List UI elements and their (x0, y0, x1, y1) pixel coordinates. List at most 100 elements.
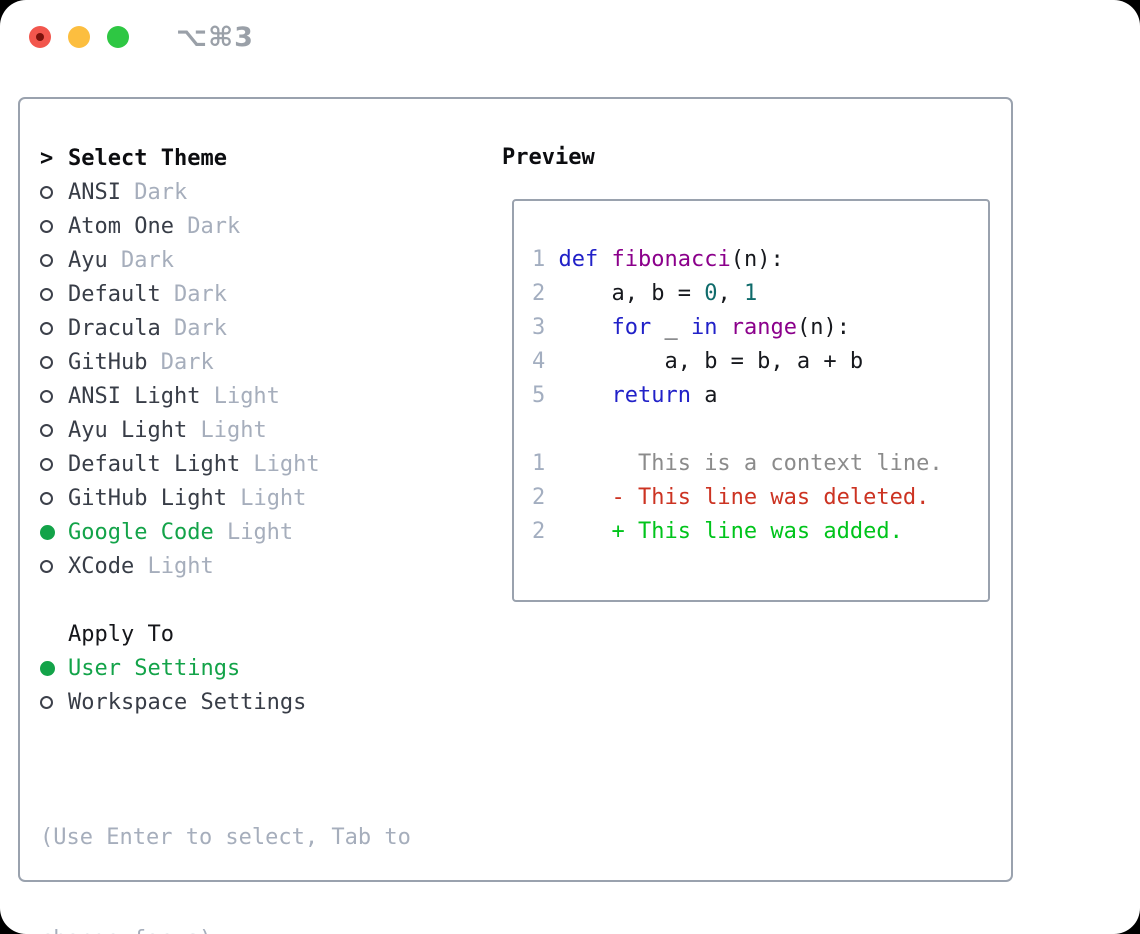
theme-option-default-light[interactable]: Default Light Light (40, 447, 502, 481)
hint-line: change focus) (40, 923, 502, 934)
code-token-num: 1 (743, 281, 758, 306)
theme-option-ansi[interactable]: ANSI Dark (40, 175, 502, 209)
hint-text: (Use Enter to select, Tab to change focu… (40, 753, 502, 934)
code-token-ln: 1 (532, 247, 559, 272)
close-button[interactable] (29, 26, 51, 48)
code-token-pl: (n): (730, 247, 784, 272)
theme-name: Atom One (68, 213, 174, 239)
code-line: 4 a, b = b, a + b (532, 345, 988, 379)
theme-name: Default (68, 281, 161, 307)
radio-icon (40, 423, 68, 437)
code-token-ln: 3 (532, 315, 559, 340)
select-theme-title: Select Theme (68, 145, 227, 171)
code-line: 1 This is a context line. (532, 447, 988, 481)
theme-variant: Dark (120, 179, 188, 205)
radio-circle (40, 287, 53, 301)
code-token-kw: in (690, 315, 718, 340)
theme-name: Google Code (68, 519, 214, 545)
code-line: 5 return a (532, 379, 988, 413)
code-line: 2 - This line was deleted. (532, 481, 988, 515)
theme-name: Ayu Light (68, 417, 188, 443)
code-token-pl (559, 315, 612, 340)
code-line: 2 a, b = 0, 1 (532, 277, 988, 311)
theme-name: ANSI (68, 179, 121, 205)
code-token-ln: 2 (532, 485, 546, 510)
theme-name: Default Light (68, 451, 241, 477)
code-line: 1 def fibonacci(n): (532, 243, 988, 277)
apply-option-workspace-settings[interactable]: Workspace Settings (40, 685, 502, 719)
code-token-pl: (n): (796, 315, 850, 340)
apply-option-user-settings[interactable]: User Settings (40, 651, 502, 685)
theme-option-ayu[interactable]: Ayu Dark (40, 243, 502, 277)
theme-option-ansi-light[interactable]: ANSI Light Light (40, 379, 502, 413)
code-token-pl: a (690, 383, 718, 408)
code-token-pl: a, b = b, a + b (558, 349, 864, 374)
theme-option-google-code[interactable]: Google Code Light (40, 515, 502, 549)
select-theme-header: > Select Theme (40, 141, 502, 175)
code-token-kw: for (611, 315, 652, 340)
radio-icon (40, 355, 68, 369)
code-token-ln: 5 (532, 383, 559, 408)
spacer (40, 583, 502, 617)
code-token-pl (717, 315, 730, 340)
code-token-pl (559, 383, 612, 408)
radio-circle (40, 355, 53, 369)
radio-icon (40, 695, 68, 709)
code-token-kw: def (558, 247, 599, 272)
radio-circle (40, 491, 53, 505)
radio-icon (40, 219, 68, 233)
radio-circle (40, 457, 53, 471)
radio-circle (40, 185, 53, 199)
theme-option-github-light[interactable]: GitHub Light Light (40, 481, 502, 515)
window-title: ⌥⌘3 (176, 22, 254, 53)
theme-name: ANSI Light (68, 383, 201, 409)
radio-circle (40, 559, 53, 573)
theme-variant: Light (187, 417, 267, 443)
radio-icon (40, 321, 68, 335)
theme-option-ayu-light[interactable]: Ayu Light Light (40, 413, 502, 447)
radio-circle (40, 253, 53, 267)
theme-option-default[interactable]: Default Dark (40, 277, 502, 311)
theme-name: Ayu (68, 247, 108, 273)
minimize-button[interactable] (68, 26, 90, 48)
radio-circle (40, 524, 55, 540)
code-token-fn: range (730, 315, 797, 340)
theme-name: XCode (68, 553, 135, 579)
theme-name: GitHub Light (68, 485, 227, 511)
theme-variant: Dark (160, 281, 227, 307)
theme-option-atom-one[interactable]: Atom One Dark (40, 209, 502, 243)
theme-variant: Dark (173, 213, 241, 239)
radio-icon (40, 389, 68, 403)
code-token-fn: fibonacci (611, 247, 731, 272)
theme-option-xcode[interactable]: XCode Light (40, 549, 502, 583)
theme-name: Dracula (68, 315, 161, 341)
radio-icon (40, 185, 68, 199)
code-token-ctx: This is a context line. (545, 451, 943, 476)
close-dot-icon (36, 33, 44, 41)
maximize-button[interactable] (107, 26, 129, 48)
radio-circle (40, 660, 55, 676)
radio-icon (40, 253, 68, 267)
code-token-kw: return (611, 383, 691, 408)
theme-option-github[interactable]: GitHub Dark (40, 345, 502, 379)
code-token-add: + This line was added. (545, 519, 903, 544)
theme-variant: Light (213, 519, 294, 545)
preview-column: Preview 1 def fibonacci(n):2 a, b = 0, 1… (502, 99, 990, 880)
theme-variant: Light (134, 553, 214, 579)
spacer (40, 719, 502, 753)
theme-variant: Dark (147, 349, 214, 375)
cursor-icon: > (40, 145, 54, 171)
code-token-ln: 4 (532, 349, 559, 374)
theme-option-dracula[interactable]: Dracula Dark (40, 311, 502, 345)
apply-option-label: Workspace Settings (68, 689, 307, 715)
code-token-num: 0 (704, 281, 718, 306)
apply-to-title: Apply To (68, 621, 174, 647)
code-token-ln: 2 (532, 281, 559, 306)
